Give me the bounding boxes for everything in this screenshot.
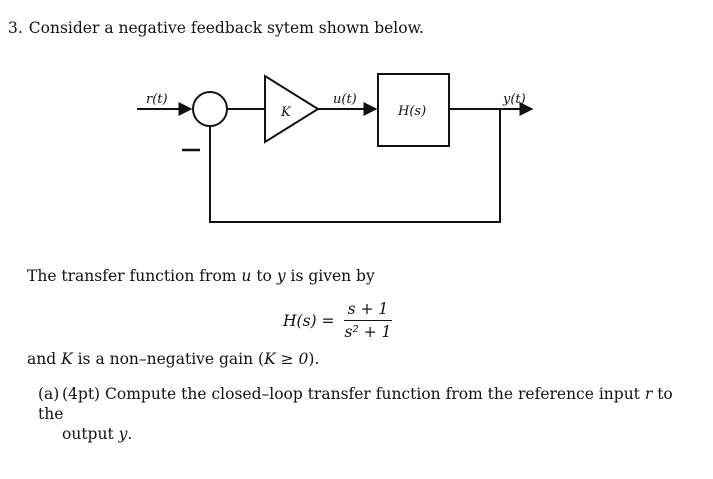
formula-fraction: s + 1 s² + 1: [340, 300, 395, 341]
formula-denominator: s² + 1: [344, 323, 392, 341]
formula-lhs: H(s) =: [283, 311, 335, 330]
gain-condition: and K is a non–negative gain (K ≥ 0).: [27, 350, 320, 368]
part-a-continuation: output y.: [62, 425, 133, 443]
part-a: (a)(4pt) Compute the closed–loop transfe…: [38, 384, 678, 444]
intermediate-label: u(t): [333, 92, 357, 107]
formula-numerator: s + 1: [343, 300, 393, 321]
part-a-label: (a): [38, 385, 60, 403]
feedback-path: [209, 109, 501, 223]
input-label: r(t): [146, 92, 168, 107]
question-title: Consider a negative feedback sytem shown…: [28, 19, 424, 37]
gain-label: K: [280, 105, 292, 120]
part-a-text: (4pt) Compute the closed–loop transfer f…: [38, 385, 673, 423]
transfer-intro: The transfer function from u to y is giv…: [27, 267, 375, 285]
question-number: 3.: [8, 19, 23, 37]
question-header: 3. Consider a negative feedback sytem sho…: [8, 19, 424, 37]
summing-junction: [192, 91, 228, 127]
transfer-function-formula: H(s) = s + 1 s² + 1: [283, 300, 395, 341]
plant-label: H(s): [397, 104, 426, 119]
output-label: y(t): [502, 92, 526, 107]
plant-block: [377, 73, 450, 147]
gain-block: [264, 74, 320, 144]
